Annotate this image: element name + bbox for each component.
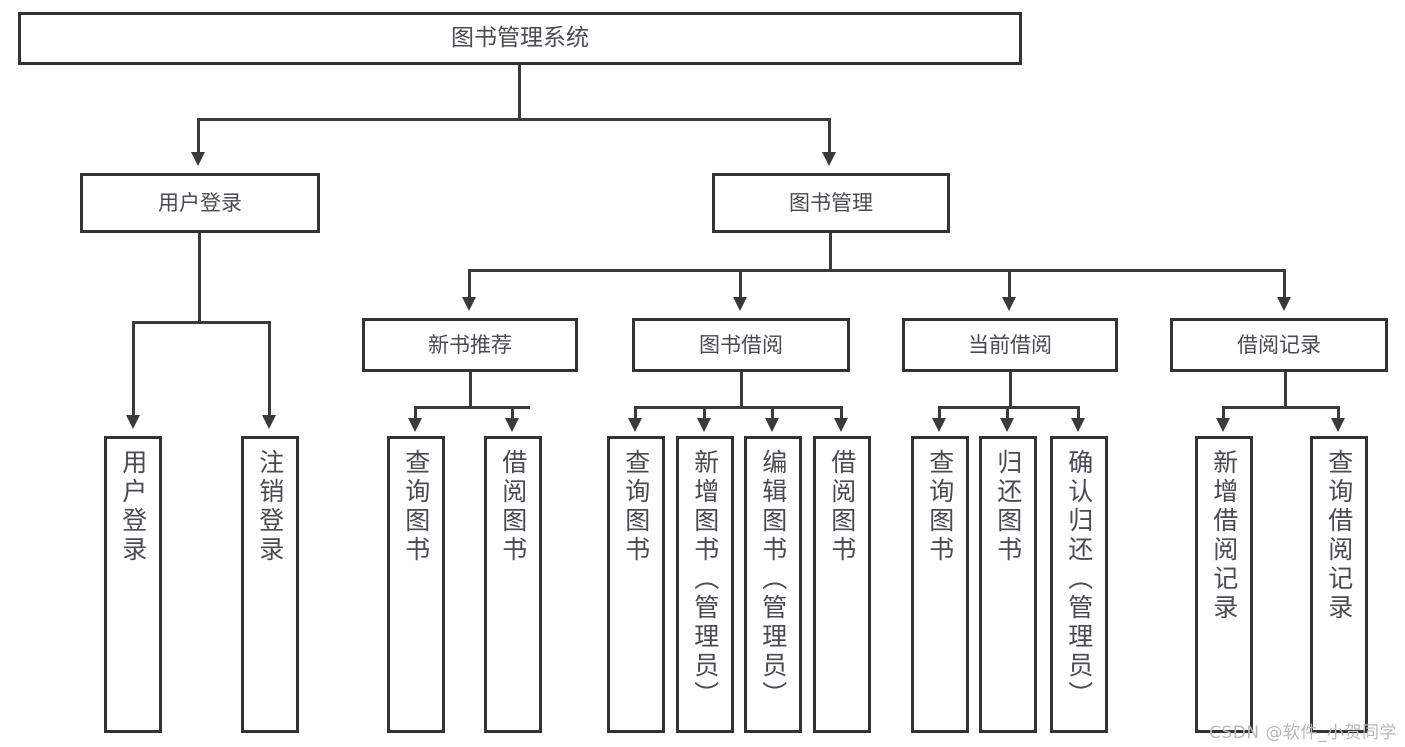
leaf-user-login-logout[interactable]: 注销登录 bbox=[241, 436, 299, 733]
node-label: 图书借阅 bbox=[699, 332, 783, 357]
node-user-login[interactable]: 用户登录 bbox=[80, 173, 320, 233]
leaf-user-login-login[interactable]: 用户登录 bbox=[104, 436, 162, 733]
arrowhead-user-login-leaf-2 bbox=[262, 415, 276, 429]
connector-current-borrow-bus bbox=[938, 406, 1080, 409]
arrowhead-to-user-login bbox=[191, 152, 205, 166]
node-borrow-record[interactable]: 借阅记录 bbox=[1170, 318, 1388, 372]
node-label: 当前借阅 bbox=[968, 332, 1052, 357]
arrowhead-to-book-management bbox=[822, 152, 836, 166]
arrowhead-to-book-borrow bbox=[733, 297, 747, 311]
connector-user-login-to-leaf-2 bbox=[268, 321, 271, 417]
arrowhead-current-borrow-leaf-1 bbox=[932, 418, 946, 432]
leaf-label: 新增图书（管理员） bbox=[690, 449, 720, 710]
node-label: 用户登录 bbox=[158, 190, 242, 215]
connector-book-borrow-to-leaf-1 bbox=[634, 406, 637, 420]
connector-current-borrow-stem bbox=[1009, 372, 1012, 408]
leaf-label: 借阅图书 bbox=[498, 449, 528, 565]
arrowhead-to-current-borrow bbox=[1002, 297, 1016, 311]
connector-borrow-record-bus bbox=[1222, 406, 1340, 409]
connector-root-to-user-login bbox=[197, 118, 200, 154]
connector-to-current-borrow bbox=[1008, 269, 1011, 299]
leaf-label: 确认归还（管理员） bbox=[1064, 449, 1094, 710]
leaf-current-borrow-return-book[interactable]: 归还图书 bbox=[979, 436, 1037, 733]
connector-to-book-borrow bbox=[739, 269, 742, 299]
node-book-management[interactable]: 图书管理 bbox=[712, 173, 950, 233]
leaf-borrow-record-add-record[interactable]: 新增借阅记录 bbox=[1195, 436, 1253, 733]
arrowhead-new-book-leaf-1 bbox=[408, 418, 422, 432]
leaf-new-book-query-book[interactable]: 查询图书 bbox=[387, 436, 445, 733]
leaf-book-borrow-borrow-book[interactable]: 借阅图书 bbox=[813, 436, 871, 733]
node-label: 新书推荐 bbox=[428, 332, 512, 357]
connector-root-stem bbox=[518, 65, 521, 120]
connector-book-management-bus bbox=[468, 269, 1286, 272]
node-book-borrow[interactable]: 图书借阅 bbox=[632, 318, 850, 372]
connector-user-login-to-leaf-1 bbox=[132, 321, 135, 417]
leaf-book-borrow-edit-book-admin[interactable]: 编辑图书（管理员） bbox=[744, 436, 802, 733]
node-current-borrow[interactable]: 当前借阅 bbox=[902, 318, 1118, 372]
leaf-label: 用户登录 bbox=[118, 449, 148, 565]
node-new-book-recommend[interactable]: 新书推荐 bbox=[362, 318, 578, 372]
connector-book-borrow-to-leaf-2 bbox=[703, 406, 706, 420]
connector-book-borrow-to-leaf-4 bbox=[840, 406, 843, 420]
connector-current-borrow-to-leaf-1 bbox=[938, 406, 941, 420]
connector-book-borrow-bus bbox=[634, 406, 842, 409]
arrowhead-current-borrow-leaf-3 bbox=[1071, 418, 1085, 432]
connector-current-borrow-to-leaf-3 bbox=[1077, 406, 1080, 420]
arrowhead-book-borrow-leaf-3 bbox=[765, 418, 779, 432]
leaf-book-borrow-add-book-admin[interactable]: 新增图书（管理员） bbox=[676, 436, 734, 733]
connector-to-borrow-record bbox=[1283, 269, 1286, 299]
arrowhead-to-new-book-recommend bbox=[462, 297, 476, 311]
leaf-label: 新增借阅记录 bbox=[1209, 449, 1239, 623]
arrowhead-to-borrow-record bbox=[1277, 297, 1291, 311]
arrowhead-book-borrow-leaf-1 bbox=[628, 418, 642, 432]
arrowhead-book-borrow-leaf-2 bbox=[697, 418, 711, 432]
connector-user-login-stem bbox=[198, 233, 201, 323]
node-root-book-management-system[interactable]: 图书管理系统 bbox=[18, 12, 1022, 65]
arrowhead-borrow-record-leaf-1 bbox=[1216, 418, 1230, 432]
connector-book-borrow-to-leaf-3 bbox=[771, 406, 774, 420]
leaf-label: 查询图书 bbox=[401, 449, 431, 565]
connector-current-borrow-to-leaf-2 bbox=[1006, 406, 1009, 420]
connector-new-book-bus bbox=[414, 406, 530, 409]
leaf-label: 查询图书 bbox=[621, 449, 651, 565]
connector-borrow-record-stem bbox=[1284, 372, 1287, 408]
connector-book-borrow-stem bbox=[740, 372, 743, 408]
arrowhead-new-book-leaf-2 bbox=[505, 418, 519, 432]
connector-borrow-record-to-leaf-2 bbox=[1337, 406, 1340, 420]
leaf-current-borrow-confirm-return-admin[interactable]: 确认归还（管理员） bbox=[1050, 436, 1108, 733]
connector-root-bus bbox=[197, 118, 831, 121]
leaf-label: 编辑图书（管理员） bbox=[758, 449, 788, 710]
node-label: 图书管理系统 bbox=[451, 24, 589, 51]
connector-new-book-to-leaf-1 bbox=[414, 406, 417, 420]
arrowhead-user-login-leaf-1 bbox=[126, 415, 140, 429]
arrowhead-current-borrow-leaf-2 bbox=[1000, 418, 1014, 432]
leaf-label: 查询图书 bbox=[925, 449, 955, 565]
connector-user-login-bus bbox=[132, 321, 270, 324]
arrowhead-borrow-record-leaf-2 bbox=[1331, 418, 1345, 432]
node-label: 借阅记录 bbox=[1237, 332, 1321, 357]
connector-book-management-stem bbox=[829, 233, 832, 271]
connector-borrow-record-to-leaf-1 bbox=[1222, 406, 1225, 420]
leaf-current-borrow-query-book[interactable]: 查询图书 bbox=[911, 436, 969, 733]
leaf-new-book-borrow-book[interactable]: 借阅图书 bbox=[484, 436, 542, 733]
connector-to-new-book-recommend bbox=[468, 269, 471, 299]
leaf-label: 注销登录 bbox=[255, 449, 285, 565]
leaf-label: 查询借阅记录 bbox=[1324, 449, 1354, 623]
connector-new-book-to-leaf-2 bbox=[511, 406, 514, 420]
leaf-book-borrow-query-book[interactable]: 查询图书 bbox=[607, 436, 665, 733]
arrowhead-book-borrow-leaf-4 bbox=[834, 418, 848, 432]
connector-new-book-stem bbox=[469, 372, 472, 408]
leaf-borrow-record-query-record[interactable]: 查询借阅记录 bbox=[1310, 436, 1368, 733]
node-label: 图书管理 bbox=[789, 190, 873, 215]
connector-root-to-book-management bbox=[828, 118, 831, 154]
leaf-label: 借阅图书 bbox=[827, 449, 857, 565]
leaf-label: 归还图书 bbox=[993, 449, 1023, 565]
